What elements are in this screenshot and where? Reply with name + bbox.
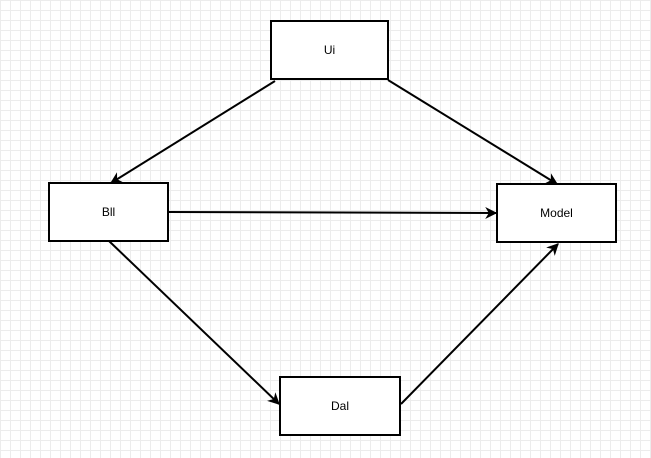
node-model[interactable]: Model <box>496 183 617 243</box>
edge-dal-to-model <box>400 243 559 405</box>
node-model-label: Model <box>540 206 573 220</box>
node-ui-label: Ui <box>323 43 336 57</box>
node-dal[interactable]: Dal <box>279 376 401 436</box>
node-ui[interactable]: Ui <box>270 20 389 80</box>
edge-bll-to-model <box>168 206 498 219</box>
node-dal-label: Dal <box>330 399 349 413</box>
edge-bll-to-dal <box>108 240 280 405</box>
node-bll[interactable]: Bll <box>48 182 169 242</box>
edge-ui-to-bll <box>109 80 276 184</box>
node-bll-label: Bll <box>101 205 116 219</box>
edge-ui-to-model <box>387 79 559 185</box>
